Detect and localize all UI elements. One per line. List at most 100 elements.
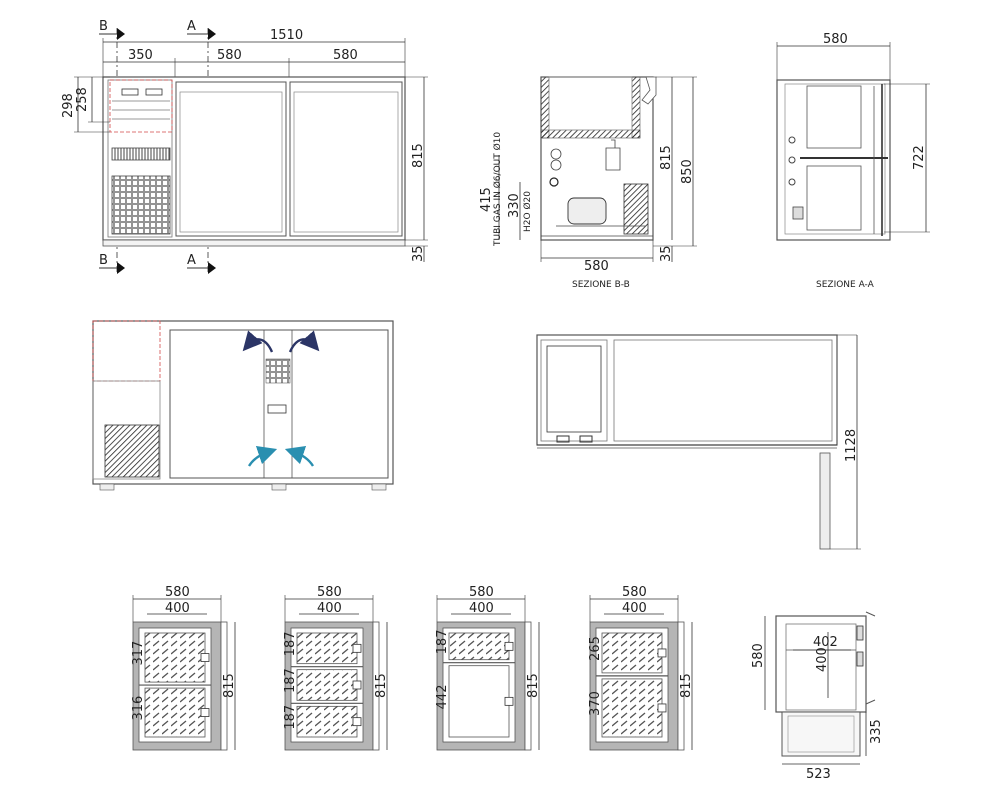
dim-plan-base: 523 bbox=[806, 767, 831, 782]
dim-plan-inner-h: 400 bbox=[815, 647, 830, 672]
compartment-height-label: 187 bbox=[283, 668, 298, 693]
cabinet-plinth bbox=[102, 239, 406, 247]
section-b-b: 580 815 850 35 415 330 TUBI GAS IN Ø6/OU… bbox=[479, 76, 697, 290]
door-right bbox=[289, 81, 403, 237]
condenser-coil bbox=[104, 424, 160, 478]
compartment-height-label: 187 bbox=[435, 630, 450, 655]
marker-b-top: B bbox=[99, 19, 108, 34]
airflow-view bbox=[92, 320, 394, 491]
airflow-arrow-right bbox=[288, 330, 320, 353]
dim-section-a: 350 bbox=[128, 48, 153, 63]
compartment-height-label: 187 bbox=[283, 632, 298, 657]
door-left bbox=[175, 81, 287, 237]
dim-top-depth: 1128 bbox=[844, 429, 859, 462]
dim-overall-width: 1510 bbox=[270, 28, 303, 43]
drawer-door bbox=[372, 621, 380, 751]
caption-section-aa: SEZIONE A-A bbox=[816, 280, 875, 290]
label-gas-pipes: TUBI GAS IN Ø6/OUT Ø10 bbox=[492, 132, 503, 247]
compartment-height-label: 265 bbox=[588, 636, 603, 661]
drawer-height-dim: 815 bbox=[374, 673, 389, 698]
dim-section-c: 580 bbox=[333, 48, 358, 63]
dim-bb-width: 580 bbox=[584, 259, 609, 274]
drawer-basket bbox=[448, 632, 510, 661]
dim-plan-bottom: 335 bbox=[869, 719, 884, 744]
drawer-door bbox=[220, 621, 228, 751]
drawer-width-dim: 580 bbox=[469, 585, 494, 600]
compressor-valve bbox=[605, 139, 621, 171]
section-a-a: 580 722 SEZIONE A-A bbox=[776, 32, 930, 290]
dim-plan-inner-w: 402 bbox=[813, 635, 838, 650]
drawer-basket bbox=[296, 705, 358, 738]
drawer-basket bbox=[601, 632, 663, 674]
compartment-height-label: 370 bbox=[588, 691, 603, 716]
dim-aa-width: 580 bbox=[823, 32, 848, 47]
top-view: 1128 bbox=[536, 334, 861, 550]
drawer-basket bbox=[144, 687, 206, 738]
compartment-height-label: 317 bbox=[131, 641, 146, 666]
compartment-height-label: 442 bbox=[435, 685, 450, 710]
drawer-sections: 5804003173168155804001871871878155804001… bbox=[131, 585, 694, 751]
dim-panel-h2: 258 bbox=[75, 87, 90, 112]
marker-a-top: A bbox=[187, 19, 196, 34]
drawer-width-dim: 580 bbox=[165, 585, 190, 600]
compressor bbox=[567, 197, 607, 225]
drawer-height-dim: 815 bbox=[222, 673, 237, 698]
dim-bb-415: 415 bbox=[479, 187, 494, 212]
dim-bb-plinth: 35 bbox=[659, 245, 674, 262]
dashed-panel-outline bbox=[109, 79, 173, 133]
control-slot-1 bbox=[121, 88, 139, 96]
dim-section-b: 580 bbox=[217, 48, 242, 63]
drawer-inner-dim: 400 bbox=[165, 601, 190, 616]
plan-detail-drawer bbox=[781, 711, 861, 757]
drawer-height-dim: 815 bbox=[526, 673, 541, 698]
top-view-body bbox=[536, 334, 838, 446]
drawer-door bbox=[524, 621, 532, 751]
top-view-window bbox=[546, 345, 602, 433]
return-arrow-left bbox=[247, 445, 278, 467]
control-slot-2 bbox=[145, 88, 163, 96]
lower-vent-grille bbox=[111, 175, 171, 235]
lower-shelf bbox=[806, 165, 862, 231]
dim-front-plinth: 35 bbox=[411, 245, 426, 262]
dim-panel-h1: 298 bbox=[61, 93, 76, 118]
upper-vent-grille bbox=[111, 147, 171, 161]
drawer-door bbox=[677, 621, 685, 751]
drawer-basket bbox=[601, 678, 663, 738]
drawer-width-dim: 580 bbox=[622, 585, 647, 600]
dim-plan-depth: 580 bbox=[751, 643, 766, 668]
dashed-outline-top bbox=[92, 320, 161, 382]
extension-leg bbox=[819, 452, 831, 550]
drawer-basket bbox=[144, 632, 206, 683]
marker-a-bottom: A bbox=[187, 253, 196, 268]
drawer-basket bbox=[296, 669, 358, 701]
airflow-arrow-left bbox=[242, 330, 274, 353]
dim-bb-330: 330 bbox=[507, 193, 522, 218]
evaporator-column bbox=[263, 329, 293, 479]
drawer-width-dim: 580 bbox=[317, 585, 342, 600]
dim-bb-815: 815 bbox=[659, 145, 674, 170]
condenser bbox=[623, 183, 649, 235]
drawer-inner-dim: 400 bbox=[317, 601, 342, 616]
plan-detail: 580 402 400 335 523 bbox=[751, 611, 884, 782]
drawer-inner-dim: 400 bbox=[469, 601, 494, 616]
marker-b-bottom: B bbox=[99, 253, 108, 268]
front-view: 1510 350 580 580 B A B A bbox=[61, 19, 428, 274]
compartment-height-label: 316 bbox=[131, 696, 146, 721]
dim-bb-850: 850 bbox=[680, 159, 695, 184]
caption-section-bb: SEZIONE B-B bbox=[572, 280, 630, 290]
dim-aa-height: 722 bbox=[912, 145, 927, 170]
return-arrow-right bbox=[284, 445, 315, 467]
dim-front-height: 815 bbox=[411, 143, 426, 168]
compartment-height-label: 187 bbox=[283, 705, 298, 730]
drawer-height-dim: 815 bbox=[679, 673, 694, 698]
label-water: H2O Ø20 bbox=[522, 191, 533, 232]
drawer-inner-dim: 400 bbox=[622, 601, 647, 616]
upper-shelf bbox=[806, 85, 862, 149]
drawer-basket bbox=[296, 632, 358, 665]
drawer-open-compartment bbox=[448, 665, 510, 738]
